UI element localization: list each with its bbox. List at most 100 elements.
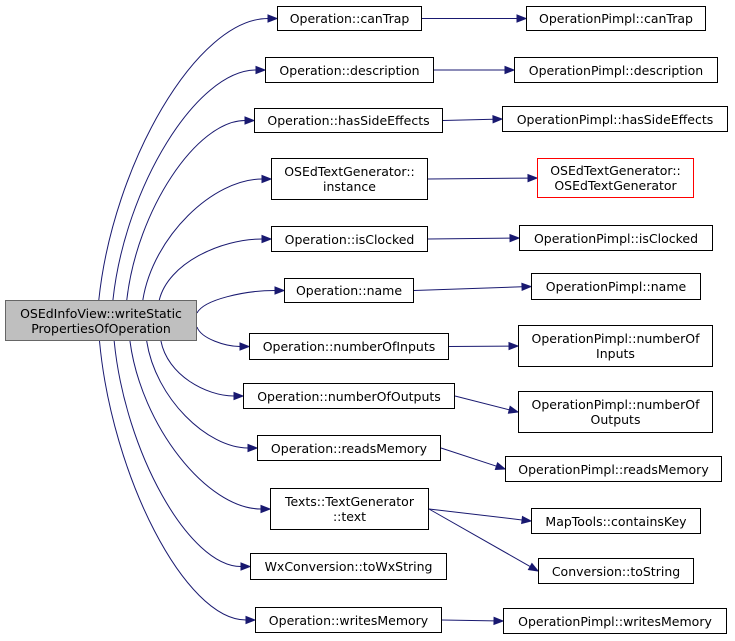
node-label-line-1: OperationPimpl::numberOf (531, 331, 700, 346)
node-label: OperationPimpl::readsMemory (518, 461, 709, 477)
edge-root-to-op_readsMemory (146, 340, 249, 449)
edge-texts_text-to-maptools_containsKey (428, 508, 523, 521)
node-label: OperationPimpl::canTrap (539, 11, 693, 26)
edge-op_numberOfOutputs-to-pimpl_numberOfOutputs-arrowhead (507, 405, 520, 414)
node-label: OperationPimpl::writesMemory (518, 613, 712, 629)
edge-texts_text-to-maptools_containsKey-arrowhead (521, 515, 533, 525)
node-label: Operation::hasSideEffects (267, 113, 430, 128)
node-maptools-containskey[interactable]: MapTools::containsKey (531, 508, 701, 534)
node-label-line-1: OperationPimpl::numberOf (531, 397, 700, 412)
edge-op_writesMemory-to-pimpl_writesMemory (441, 619, 495, 622)
node-label: OperationPimpl::description (528, 62, 704, 78)
node-operation-numberofinputs[interactable]: Operation::numberOfInputs (249, 333, 449, 360)
edge-op_hasSideEffects-to-pimpl_hasSideEffects (442, 118, 494, 121)
edge-op_numberOfInputs-to-pimpl_numberOfInputs-arrowhead (508, 341, 520, 351)
edge-texts_text-to-conversion_toString-arrowhead (527, 562, 540, 572)
edge-root-to-op_hasSideEffects (126, 120, 246, 301)
edge-op_canTrap-to-pimpl_canTrap-arrowhead (516, 14, 528, 23)
node-operationpimpl-description[interactable]: OperationPimpl::description (514, 57, 718, 83)
edge-root-to-wx_toWxString-arrowhead (240, 562, 252, 571)
edge-root-to-op_writesMemory-arrowhead (245, 615, 257, 625)
edge-root-to-textgen_instance (142, 178, 263, 301)
node-operation-numberofoutputs[interactable]: Operation::numberOfOutputs (243, 383, 455, 409)
node-label-line-2: Outputs (590, 412, 641, 427)
node-textgenerator-constructor[interactable]: OSEdTextGenerator:: OSEdTextGenerator (537, 158, 694, 198)
node-operation-isclocked[interactable]: Operation::isClocked (271, 226, 428, 252)
edge-root-to-op_isClocked (158, 238, 263, 301)
edge-root-to-op_description (112, 69, 257, 301)
node-label: OperationPimpl::name (545, 279, 687, 294)
node-wxconversion-towxstring[interactable]: WxConversion::toWxString (250, 553, 447, 580)
node-label-line-2: OSEdTextGenerator (554, 178, 677, 193)
node-operationpimpl-name[interactable]: OperationPimpl::name (531, 273, 701, 300)
edge-op_writesMemory-to-pimpl_writesMemory-arrowhead (493, 616, 505, 626)
node-label: OperationPimpl::hasSideEffects (516, 111, 714, 127)
node-label: Operation::canTrap (289, 11, 410, 26)
node-operationpimpl-numberofoutputs[interactable]: OperationPimpl::numberOf Outputs (518, 391, 713, 433)
node-root-function: OSEdInfoView::writeStatic PropertiesOfOp… (5, 300, 197, 341)
edge-root-to-op_canTrap-arrowhead (267, 14, 279, 23)
node-textgenerator-text[interactable]: Texts::TextGenerator ::text (270, 488, 429, 530)
node-label: Operation::isClocked (284, 231, 415, 247)
edge-root-to-op_numberOfOutputs (160, 340, 235, 397)
node-operation-readsmemory[interactable]: Operation::readsMemory (257, 435, 441, 461)
edge-root-to-op_canTrap (98, 18, 269, 301)
edge-op_description-to-pimpl_description-arrowhead (504, 65, 516, 75)
node-label: Operation::writesMemory (268, 612, 429, 628)
node-label-line-1: OSEdInfoView::writeStatic (20, 305, 182, 321)
node-label-line-2: PropertiesOfOperation (31, 320, 171, 336)
edge-root-to-op_description-arrowhead (255, 65, 267, 75)
edge-root-to-op_readsMemory-arrowhead (247, 443, 259, 453)
node-label: OperationPimpl::isClocked (533, 230, 699, 246)
node-label-line-1: OSEdTextGenerator:: (284, 164, 415, 179)
node-label: Operation::description (279, 62, 420, 78)
node-operationpimpl-hassideeffects[interactable]: OperationPimpl::hasSideEffects (502, 106, 728, 132)
node-operation-name[interactable]: Operation::name (284, 278, 414, 303)
node-operation-cantrap[interactable]: Operation::canTrap (277, 6, 422, 31)
edge-root-to-op_name-arrowhead (274, 286, 286, 295)
node-operationpimpl-isclocked[interactable]: OperationPimpl::isClocked (519, 225, 713, 251)
edge-root-to-wx_toWxString (113, 340, 242, 567)
node-label-line-2: Inputs (596, 346, 635, 361)
edge-root-to-op_isClocked-arrowhead (261, 234, 273, 244)
edge-root-to-texts_text (129, 340, 262, 510)
node-operationpimpl-cantrap[interactable]: OperationPimpl::canTrap (526, 6, 706, 31)
node-operation-description[interactable]: Operation::description (265, 57, 434, 83)
edge-op_name-to-pimpl_name (413, 286, 523, 291)
edge-root-to-op_name (196, 290, 276, 314)
edge-op_isClocked-to-pimpl_isClocked (427, 237, 511, 240)
node-label: Operation::numberOfOutputs (257, 388, 441, 404)
edge-textgen_instance-to-textgen_ctor-arrowhead (527, 173, 539, 183)
edge-root-to-op_writesMemory (98, 340, 247, 621)
edge-op_name-to-pimpl_name-arrowhead (521, 282, 533, 292)
node-textgenerator-instance[interactable]: OSEdTextGenerator:: instance (271, 158, 428, 200)
node-operationpimpl-writesmemory[interactable]: OperationPimpl::writesMemory (503, 608, 727, 634)
node-operation-writesmemory[interactable]: Operation::writesMemory (255, 607, 442, 633)
edge-root-to-texts_text-arrowhead (260, 504, 272, 514)
edge-op_readsMemory-to-pimpl_readsMemory-arrowhead (494, 462, 507, 471)
node-operation-hassideeffects[interactable]: Operation::hasSideEffects (254, 108, 443, 133)
edge-root-to-op_hasSideEffects-arrowhead (244, 116, 256, 125)
edge-root-to-op_numberOfInputs (196, 326, 241, 347)
node-label-line-2: instance (323, 179, 376, 194)
edge-op_readsMemory-to-pimpl_readsMemory (440, 447, 497, 467)
node-label-line-2: ::text (332, 509, 367, 524)
node-label-line-1: OSEdTextGenerator:: (550, 163, 681, 178)
node-label-line-1: Texts::TextGenerator (285, 494, 414, 509)
node-conversion-tostring[interactable]: Conversion::toString (538, 558, 694, 584)
node-operationpimpl-readsmemory[interactable]: OperationPimpl::readsMemory (505, 456, 722, 482)
edge-op_numberOfOutputs-to-pimpl_numberOfOutputs (454, 395, 510, 411)
edge-root-to-op_numberOfInputs-arrowhead (239, 342, 251, 351)
edge-textgen_instance-to-textgen_ctor (427, 177, 529, 180)
node-label: MapTools::containsKey (545, 513, 687, 529)
edge-root-to-op_numberOfOutputs-arrowhead (233, 391, 245, 401)
edge-texts_text-to-conversion_toString (428, 508, 531, 567)
node-label: Operation::name (295, 283, 403, 298)
edge-root-to-textgen_instance-arrowhead (261, 174, 273, 184)
edge-op_hasSideEffects-to-pimpl_hasSideEffects-arrowhead (492, 115, 504, 124)
node-operationpimpl-numberofinputs[interactable]: OperationPimpl::numberOf Inputs (518, 325, 713, 367)
node-label: Operation::numberOfInputs (262, 339, 436, 354)
node-label: Conversion::toString (551, 563, 681, 579)
